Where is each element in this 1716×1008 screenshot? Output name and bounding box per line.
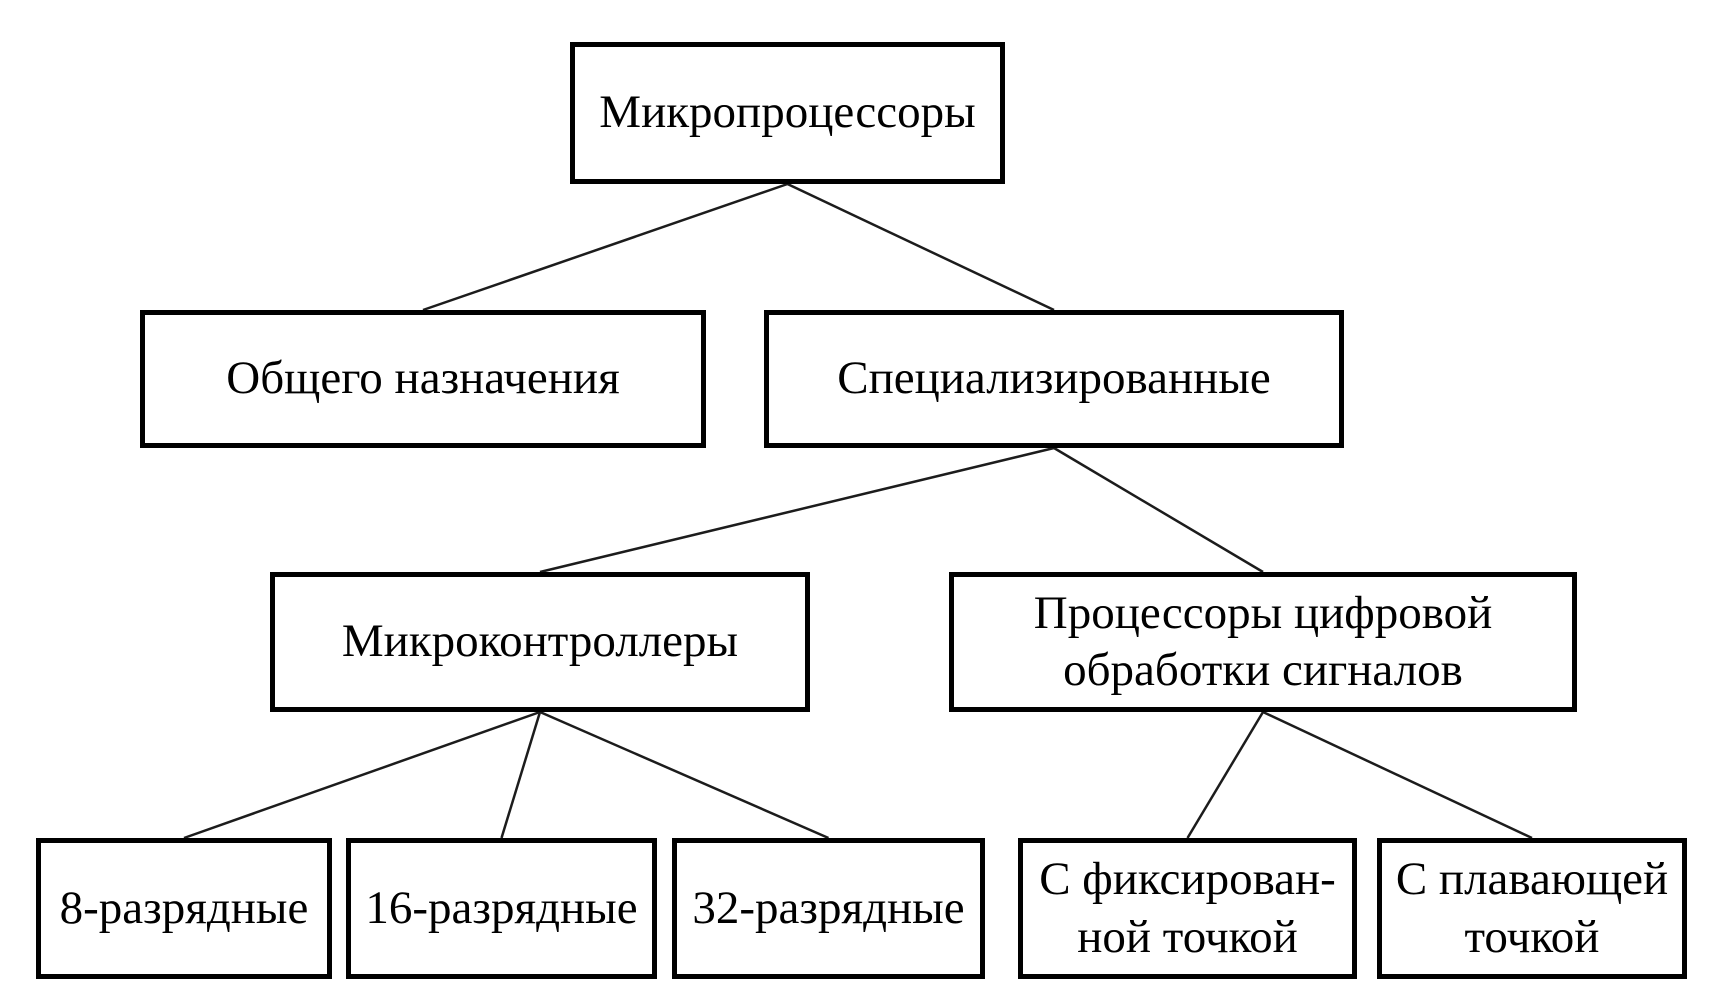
edge-root-general — [422, 182, 788, 312]
node-label-bit32: 32-разрядные — [692, 881, 965, 934]
node-label-root: Микропроцессоры — [599, 86, 976, 139]
edge-mcu-bit8 — [183, 710, 541, 840]
edge-specialized-dsp — [1053, 446, 1264, 574]
node-mcu: Микроконтроллеры — [270, 572, 810, 712]
node-root: Микропроцессоры — [570, 42, 1005, 184]
edge-dsp-float — [1262, 710, 1533, 840]
node-label-dsp: Процессоры цифровой обработки сигналов — [1033, 586, 1493, 696]
edge-mcu-bit32 — [539, 710, 830, 840]
edge-dsp-fixed — [1186, 711, 1265, 839]
node-specialized: Специализированные — [764, 310, 1344, 448]
node-dsp: Процессоры цифровой обработки сигналов — [949, 572, 1577, 712]
node-label-fixed: С фиксирован- ной точкой — [1039, 853, 1336, 963]
node-float: С плавающей точкой — [1377, 838, 1687, 979]
node-bit16: 16-разрядные — [346, 838, 657, 979]
edge-root-specialized — [786, 182, 1055, 312]
node-label-specialized: Специализированные — [837, 352, 1271, 405]
node-bit8: 8-разрядные — [36, 838, 332, 979]
node-bit32: 32-разрядные — [672, 838, 985, 979]
node-fixed: С фиксирован- ной точкой — [1018, 838, 1357, 979]
node-label-bit8: 8-разрядные — [59, 881, 309, 934]
edge-specialized-mcu — [539, 446, 1055, 574]
node-label-float: С плавающей точкой — [1395, 853, 1669, 963]
node-general: Общего назначения — [140, 310, 706, 448]
node-label-bit16: 16-разрядные — [365, 881, 638, 934]
edge-mcu-bit16 — [500, 711, 542, 839]
node-label-general: Общего назначения — [226, 352, 620, 405]
node-label-mcu: Микроконтроллеры — [341, 615, 739, 668]
